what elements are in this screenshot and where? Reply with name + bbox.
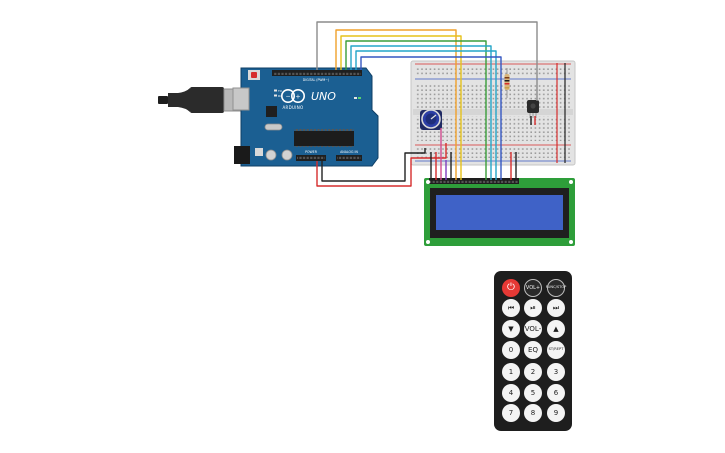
remote-button-vol-minus[interactable]: VOL- <box>524 320 542 338</box>
remote-button-next[interactable]: ⏭ <box>547 299 565 317</box>
remote-button-3[interactable]: 3 <box>547 363 565 381</box>
power-header-label: POWER <box>305 150 318 154</box>
remote-button-5[interactable]: 5 <box>524 384 542 402</box>
board-model: UNO <box>311 90 336 103</box>
svg-text:−: − <box>285 93 290 100</box>
analog-header-label: ANALOG IN <box>340 150 358 154</box>
rx-label: RX <box>278 94 282 98</box>
resistor <box>504 68 510 98</box>
digital-header-label: DIGITAL (PWM~) <box>303 78 329 82</box>
remote-button-4[interactable]: 4 <box>502 384 520 402</box>
remote-button-power[interactable]: ⏻ <box>502 279 520 297</box>
remote-button-play-pause[interactable]: ⏯ <box>524 299 542 317</box>
breadboard <box>410 60 576 166</box>
remote-button-6[interactable]: 6 <box>547 384 565 402</box>
lcd-16x2-display <box>424 178 575 246</box>
remote-button-eq[interactable]: EQ <box>524 341 542 359</box>
remote-button-1[interactable]: 1 <box>502 363 520 381</box>
remote-button-func-stop[interactable]: FUNC/STOP <box>546 279 566 297</box>
remote-button-9[interactable]: 9 <box>547 404 565 422</box>
arduino-uno-board: DIGITAL (PWM~) − + ARDUINO UNO TX RX POW… <box>232 67 379 167</box>
remote-button-8[interactable]: 8 <box>524 404 542 422</box>
potentiometer <box>420 109 442 130</box>
wires <box>316 21 538 187</box>
remote-button-0[interactable]: 0 <box>502 341 520 359</box>
remote-button-2[interactable]: 2 <box>524 363 542 381</box>
arduino-brand: ARDUINO <box>283 105 304 110</box>
remote-button-up[interactable]: ▲ <box>547 320 565 338</box>
svg-text:+: + <box>295 93 300 101</box>
usb-cable <box>158 87 245 113</box>
remote-button-7[interactable]: 7 <box>502 404 520 422</box>
remote-button-st-rept[interactable]: ST/REPT <box>547 341 565 359</box>
remote-button-down[interactable]: ▼ <box>502 320 520 338</box>
remote-button-previous[interactable]: ⏮ <box>502 299 520 317</box>
ir-receiver <box>527 100 539 118</box>
tx-label: TX <box>277 89 282 93</box>
remote-button-vol-plus[interactable]: VOL+ <box>524 279 542 297</box>
